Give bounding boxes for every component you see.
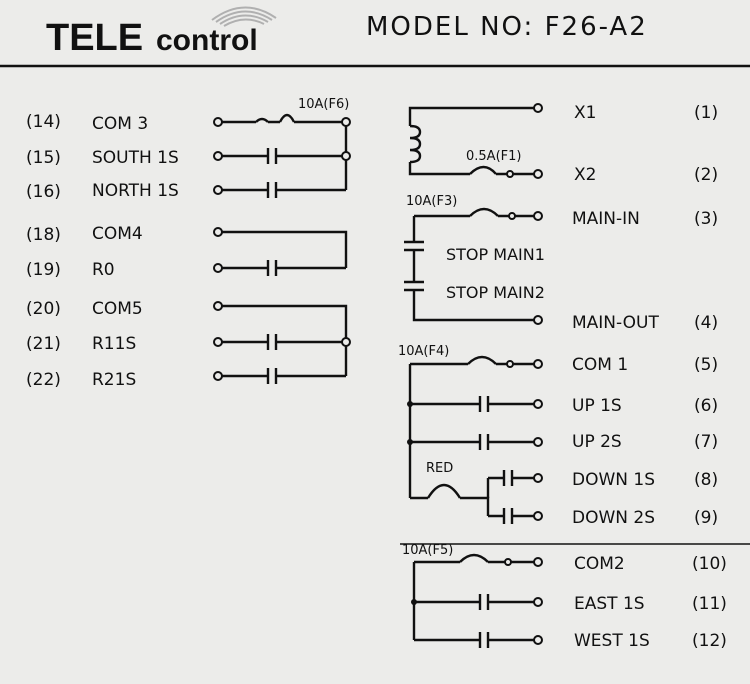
pin-2: (2): [694, 165, 718, 185]
pin-6: (6): [694, 396, 718, 416]
pin-10: (10): [692, 554, 727, 574]
label-r21s: R21S: [92, 370, 136, 390]
terminal-9: [533, 511, 543, 521]
fuse-f3-label: 10A(F3): [406, 194, 457, 209]
label-com4: COM4: [92, 224, 143, 244]
pin-15: (15): [26, 148, 61, 168]
label-com1: COM 1: [572, 355, 628, 375]
label-r11s: R11S: [92, 334, 136, 354]
terminal-main-out: [533, 315, 543, 325]
terminal-8: [533, 473, 543, 483]
terminal-14: [213, 117, 223, 127]
label-x1: X1: [574, 103, 596, 123]
logo-control-text: control: [156, 24, 258, 57]
node: [407, 439, 413, 445]
label-r0: R0: [92, 260, 115, 280]
terminal-12: [533, 635, 543, 645]
terminal-7: [533, 437, 543, 447]
main-wiring: [404, 207, 534, 322]
node: [506, 360, 514, 368]
pin-9: (9): [694, 508, 718, 528]
pin-16: (16): [26, 182, 61, 202]
terminal-22: [213, 371, 223, 381]
label-west-1s: WEST 1S: [574, 631, 650, 651]
pin-5: (5): [694, 355, 718, 375]
node: [407, 401, 413, 407]
group1-wiring: [222, 113, 348, 198]
terminal-20: [213, 301, 223, 311]
pin-12: (12): [692, 631, 727, 651]
pin-14: (14): [26, 112, 61, 132]
pin-22: (22): [26, 370, 61, 390]
pin-7: (7): [694, 432, 718, 452]
pin-20: (20): [26, 299, 61, 319]
label-main-out: MAIN-OUT: [572, 313, 659, 333]
node: [411, 599, 417, 605]
terminal-21: [213, 337, 223, 347]
terminal-10: [533, 557, 543, 567]
terminal-x2: [533, 169, 543, 179]
label-red: RED: [426, 461, 453, 476]
terminal-main-in: [533, 211, 543, 221]
label-x2: X2: [574, 165, 596, 185]
terminal-11: [533, 597, 543, 607]
pin-1: (1): [694, 103, 718, 123]
terminal-16: [213, 185, 223, 195]
logo-tele-text: TELE: [46, 17, 143, 59]
label-stop-main2: STOP MAIN2: [446, 283, 545, 302]
label-com3: COM 3: [92, 114, 148, 134]
label-east-1s: EAST 1S: [574, 594, 645, 614]
header: TELE control MODEL NO: F26-A2: [0, 0, 750, 66]
node: [506, 170, 514, 178]
group-f4-wiring: [408, 355, 534, 524]
terminal-19: [213, 263, 223, 273]
telecontrol-logo: TELE control: [46, 6, 277, 59]
label-com5: COM5: [92, 299, 143, 319]
logo-swoosh: [211, 6, 277, 21]
pin-8: (8): [694, 470, 718, 490]
model-number: MODEL NO: F26-A2: [366, 12, 648, 42]
coil-wiring: [408, 106, 534, 176]
node: [508, 212, 516, 220]
pin-4: (4): [694, 313, 718, 333]
label-down-1s: DOWN 1S: [572, 470, 655, 490]
label-stop-main1: STOP MAIN1: [446, 245, 545, 264]
terminal-x1: [533, 103, 543, 113]
label-down-2s: DOWN 2S: [572, 508, 655, 528]
pin-3: (3): [694, 209, 718, 229]
label-south-1s: SOUTH 1S: [92, 148, 179, 168]
pin-19: (19): [26, 260, 61, 280]
label-up-1s: UP 1S: [572, 396, 622, 416]
model-value: F26-A2: [544, 12, 648, 42]
group3-wiring: [222, 304, 348, 384]
pin-11: (11): [692, 594, 727, 614]
fuse-f6-label: 10A(F6): [298, 97, 349, 112]
fuse-f5-label: 10A(F5): [402, 543, 453, 558]
terminal-5: [533, 359, 543, 369]
node: [504, 558, 512, 566]
pin-21: (21): [26, 334, 61, 354]
terminal-6: [533, 399, 543, 409]
label-com2: COM2: [574, 554, 625, 574]
terminal-15: [213, 151, 223, 161]
fuse-f1-label: 0.5A(F1): [466, 149, 521, 164]
group-f5-wiring: [412, 553, 534, 648]
group2-wiring: [222, 230, 348, 276]
node: [341, 151, 351, 161]
label-main-in: MAIN-IN: [572, 209, 640, 229]
label-north-1s: NORTH 1S: [92, 181, 179, 201]
node: [341, 337, 351, 347]
pin-18: (18): [26, 225, 61, 245]
model-label: MODEL NO:: [366, 12, 535, 42]
node: [341, 117, 351, 127]
fuse-f4-label: 10A(F4): [398, 344, 449, 359]
terminal-18: [213, 227, 223, 237]
label-up-2s: UP 2S: [572, 432, 622, 452]
